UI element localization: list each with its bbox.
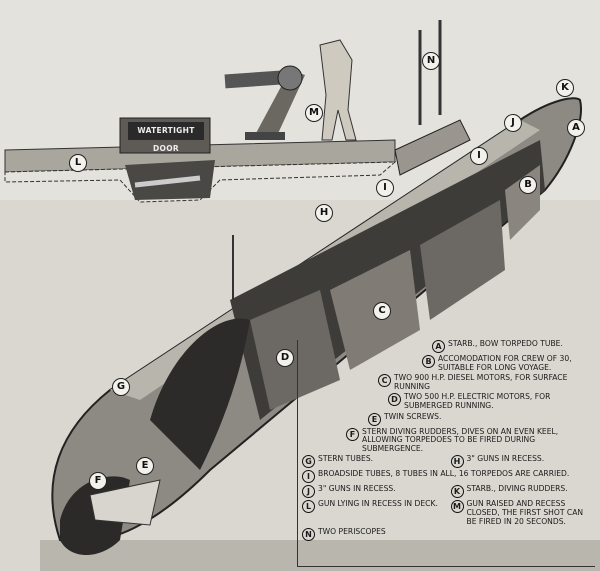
legend-text: TWO PERISCOPES bbox=[318, 527, 386, 537]
watertight-door-sign: WATERTIGHT DOOR bbox=[128, 122, 204, 153]
legend-text: STERN TUBES. bbox=[318, 454, 374, 464]
callout-e: E bbox=[136, 457, 154, 475]
callout-n: N bbox=[422, 52, 440, 70]
legend-text: TWO 500 H.P. ELECTRIC MOTORS, FOR SUBMER… bbox=[404, 392, 551, 410]
callout-b: B bbox=[519, 176, 537, 194]
callout-k: K bbox=[556, 79, 574, 97]
callout-f: F bbox=[89, 472, 107, 490]
legend-key: J bbox=[302, 485, 315, 499]
legend-text: STERN DIVING RUDDERS, DIVES ON AN EVEN K… bbox=[362, 426, 559, 453]
callout-i: I bbox=[470, 147, 488, 165]
legend-text: 3" GUNS IN RECESS. bbox=[318, 484, 396, 494]
callout-l: L bbox=[69, 154, 87, 172]
legend-key: B bbox=[422, 355, 435, 368]
legend-text: GUN RAISED AND RECESS CLOSED, THE FIRST … bbox=[466, 499, 584, 526]
legend-text: TWO 900 H.P. DIESEL MOTORS, FOR SURFACE … bbox=[394, 373, 568, 391]
legend-key: C bbox=[378, 374, 391, 388]
legend-text: GUN LYING IN RECESS IN DECK. bbox=[318, 499, 438, 509]
legend-key: H bbox=[450, 455, 464, 469]
legend-key: I bbox=[302, 470, 315, 484]
legend-key: E bbox=[368, 412, 381, 426]
callout-j: J bbox=[504, 114, 522, 132]
callout-m: M bbox=[305, 104, 323, 122]
legend-key: A bbox=[432, 340, 445, 353]
legend-key: G bbox=[302, 455, 315, 469]
legend-key: K bbox=[450, 485, 464, 499]
legend-text: ACCOMODATION FOR CREW OF 30, SUITABLE FO… bbox=[438, 354, 572, 372]
deck-inset bbox=[4, 39, 397, 203]
callout-h: H bbox=[315, 204, 333, 222]
legend-text: BROADSIDE TUBES, 8 TUBES IN ALL, 16 TORP… bbox=[318, 469, 570, 479]
legend-key: L bbox=[302, 500, 315, 514]
legend-key: D bbox=[388, 393, 401, 407]
legend-key: N bbox=[302, 528, 315, 542]
callout-d: D bbox=[276, 349, 294, 367]
seabed bbox=[40, 540, 600, 571]
callout-a: A bbox=[567, 119, 585, 137]
legend-text: STARB., BOW TORPEDO TUBE. bbox=[448, 340, 563, 348]
callout-g: G bbox=[112, 378, 130, 396]
submarine-hull bbox=[51, 20, 582, 555]
legend-key: F bbox=[346, 427, 359, 441]
callout-c: C bbox=[373, 302, 391, 320]
callout-i: I bbox=[376, 179, 394, 197]
legend-key: M bbox=[450, 500, 464, 514]
legend-text: STARB., DIVING RUDDERS. bbox=[466, 484, 568, 494]
legend-text: TWIN SCREWS. bbox=[384, 411, 442, 421]
legend-text: 3" GUNS IN RECESS. bbox=[466, 454, 545, 464]
